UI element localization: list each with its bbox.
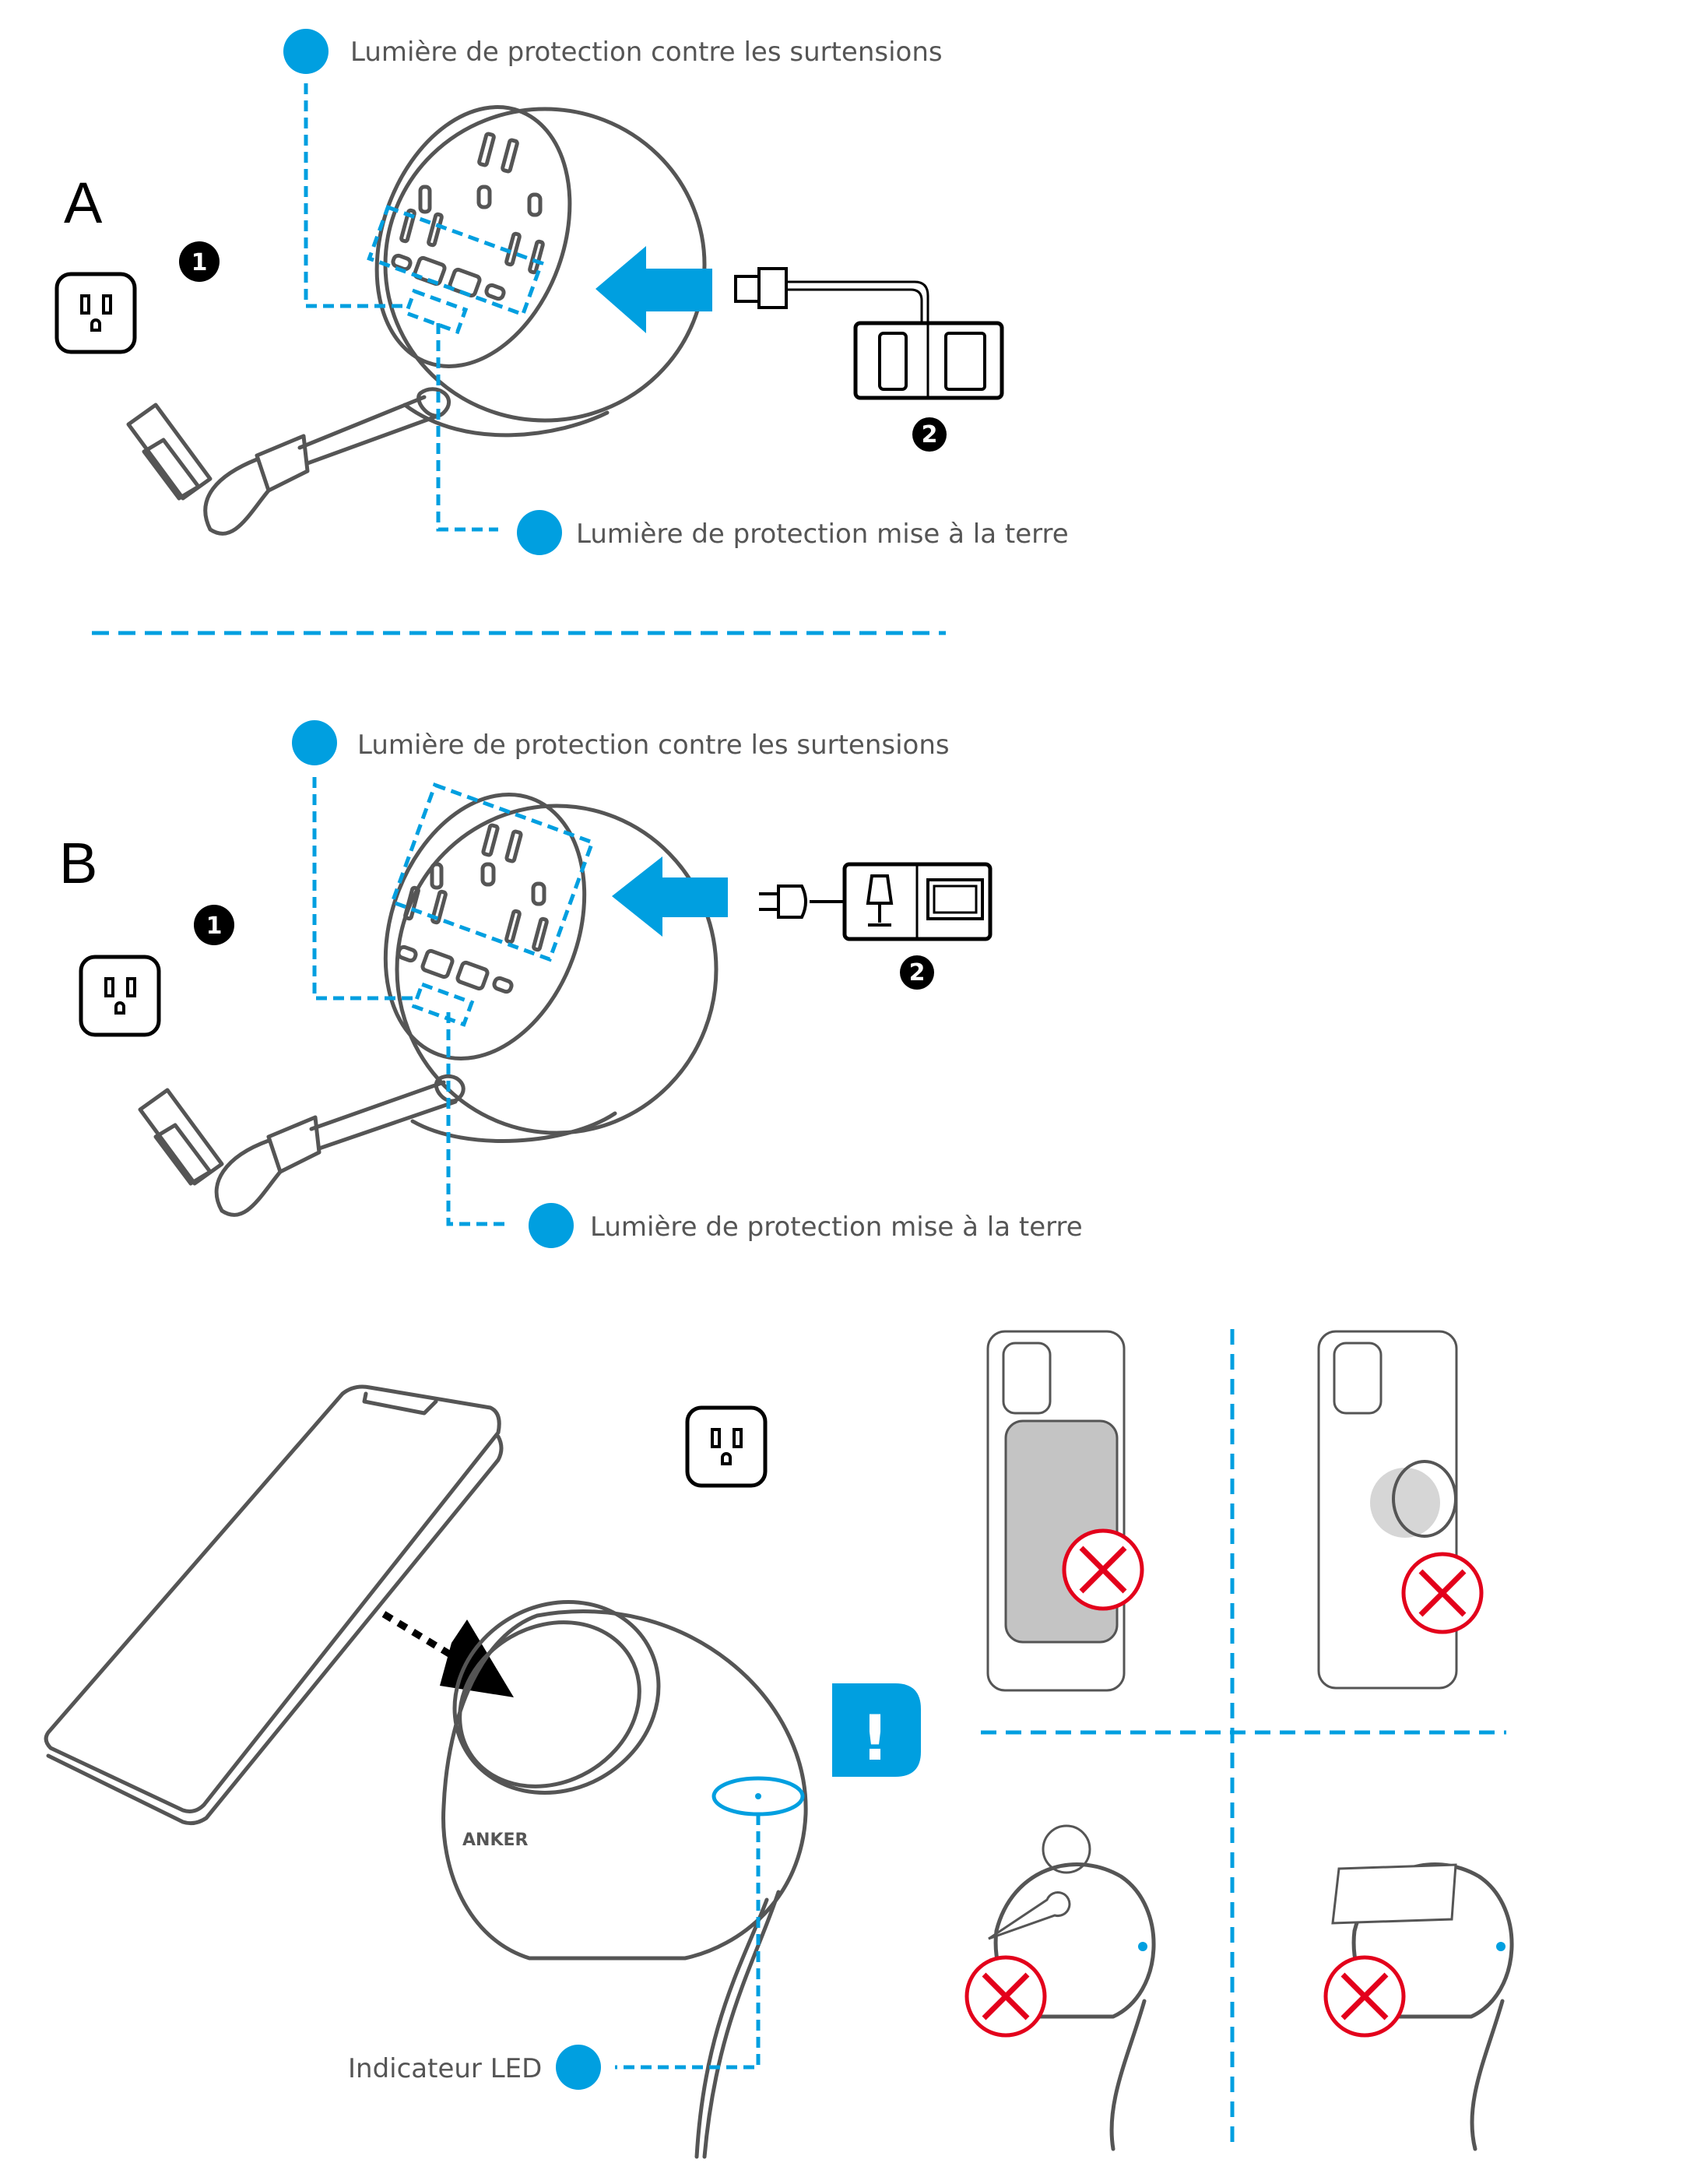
step-1-badge: 1 <box>179 241 220 282</box>
warning-badge: ! <box>832 1683 921 1777</box>
led-marker <box>556 2045 601 2090</box>
svg-text:1: 1 <box>206 913 223 940</box>
no-phone-ring-illustration <box>1317 1330 1481 1690</box>
section-c: ANKER ! Indicateur LED <box>44 1329 1514 2159</box>
no-cards-illustration <box>1326 1862 1514 2151</box>
phone-illustration <box>44 1384 504 1826</box>
prohibited-icon <box>967 1957 1045 2035</box>
power-strip-illustration <box>126 105 707 536</box>
wall-outlet-icon <box>687 1408 765 1486</box>
power-strip-illustration <box>138 783 719 1217</box>
led-indicator-label: Indicateur LED <box>348 2053 542 2084</box>
insert-arrow-icon <box>596 246 712 333</box>
step-1-badge: 1 <box>194 905 234 945</box>
usb-device-icon <box>734 267 1004 400</box>
no-magnetic-wallet-illustration <box>986 1330 1142 1692</box>
section-a-letter: A <box>64 171 103 235</box>
prohibited-icon <box>1064 1531 1142 1609</box>
surge-light-marker <box>283 29 329 74</box>
place-phone-arrow-icon <box>381 1611 514 1697</box>
ac-device-icon <box>759 862 993 941</box>
prohibited-icon <box>1326 1957 1404 2035</box>
ground-light-marker <box>529 1203 574 1248</box>
svg-text:2: 2 <box>909 959 926 986</box>
step-2-badge: 2 <box>900 955 934 990</box>
wall-outlet-icon <box>81 957 159 1035</box>
prohibited-icon <box>1404 1554 1481 1632</box>
wall-outlet-icon <box>57 274 135 352</box>
svg-text:!: ! <box>861 1702 889 1774</box>
surge-light-label: Lumière de protection contre les surtens… <box>350 37 943 68</box>
svg-text:1: 1 <box>191 249 208 276</box>
ground-light-label: Lumière de protection mise à la terre <box>590 1212 1083 1243</box>
insert-arrow-icon <box>612 856 728 937</box>
section-b-letter: B <box>59 831 97 895</box>
wireless-charger-illustration: ANKER <box>441 1600 808 2159</box>
anker-logo: ANKER <box>462 1831 529 1850</box>
step-2-badge: 2 <box>912 417 947 452</box>
section-b: B 1 <box>59 720 1083 1248</box>
section-a: A 1 <box>57 29 1069 555</box>
svg-text:2: 2 <box>922 421 938 448</box>
ground-light-label: Lumière de protection mise à la terre <box>576 519 1069 550</box>
surge-light-label: Lumière de protection contre les surtens… <box>357 730 950 761</box>
ground-light-marker <box>517 510 562 555</box>
no-keys-illustration <box>967 1824 1156 2151</box>
surge-light-marker <box>292 720 337 765</box>
